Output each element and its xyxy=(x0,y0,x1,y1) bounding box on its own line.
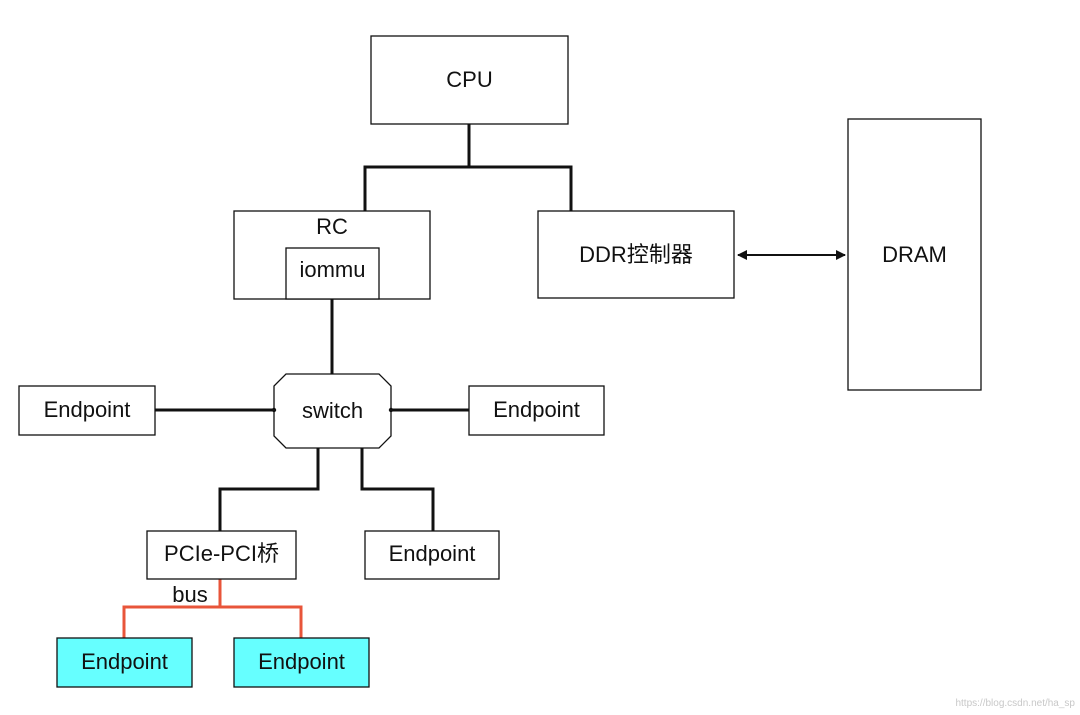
endpoint-bus-2-label: Endpoint xyxy=(258,649,345,674)
dram-box xyxy=(847,118,982,391)
cpu-node: CPU xyxy=(370,35,569,125)
switch-to-lower-endpoint-connector xyxy=(360,448,435,531)
rc-node: RC iommu xyxy=(233,210,431,300)
switch-label: switch xyxy=(302,398,363,423)
bus-label: bus xyxy=(172,582,207,607)
switch-shape xyxy=(273,373,392,449)
bus-branch xyxy=(122,605,303,638)
ddr-controller-label: DDR控制器 xyxy=(579,242,693,267)
endpoint-left-node: Endpoint xyxy=(18,385,156,436)
ddr-controller-box xyxy=(537,210,735,299)
pcie-pci-bridge-label: PCIe-PCI桥 xyxy=(164,541,279,566)
endpoint-left-label: Endpoint xyxy=(44,397,131,422)
switch-left-port xyxy=(271,407,277,413)
switch-right-port xyxy=(388,407,394,413)
pcie-pci-bridge-node: PCIe-PCI桥 xyxy=(146,530,297,580)
rc-label: RC xyxy=(316,214,348,239)
connectors xyxy=(122,124,846,638)
cpu-box xyxy=(370,35,569,125)
endpoint-bus-1-label: Endpoint xyxy=(81,649,168,674)
switch-to-bridge-connector xyxy=(218,448,320,531)
endpoint-bus-2-box xyxy=(233,637,370,688)
ddr-controller-node: DDR控制器 xyxy=(537,210,735,299)
endpoint-bus-1-node: Endpoint xyxy=(56,637,193,688)
pcie-pci-bridge-box xyxy=(146,530,297,580)
dram-node: DRAM xyxy=(847,118,982,391)
switch-node: switch xyxy=(271,373,394,449)
endpoint-right-label: Endpoint xyxy=(493,397,580,422)
endpoint-switch-below-box xyxy=(364,530,500,580)
endpoint-right-box xyxy=(468,385,605,436)
endpoint-left-box xyxy=(18,385,156,436)
endpoint-bus-2-node: Endpoint xyxy=(233,637,370,688)
cpu-label: CPU xyxy=(446,67,492,92)
endpoint-bus-1-box xyxy=(56,637,193,688)
dram-label: DRAM xyxy=(882,242,947,267)
watermark: https://blog.csdn.net/ha_sp xyxy=(955,698,1075,709)
endpoint-switch-below-label: Endpoint xyxy=(389,541,476,566)
endpoint-right-node: Endpoint xyxy=(468,385,605,436)
endpoint-switch-below-node: Endpoint xyxy=(364,530,500,580)
iommu-label: iommu xyxy=(299,257,365,282)
cpu-rc-branch xyxy=(363,165,573,211)
iommu-box xyxy=(285,247,380,300)
